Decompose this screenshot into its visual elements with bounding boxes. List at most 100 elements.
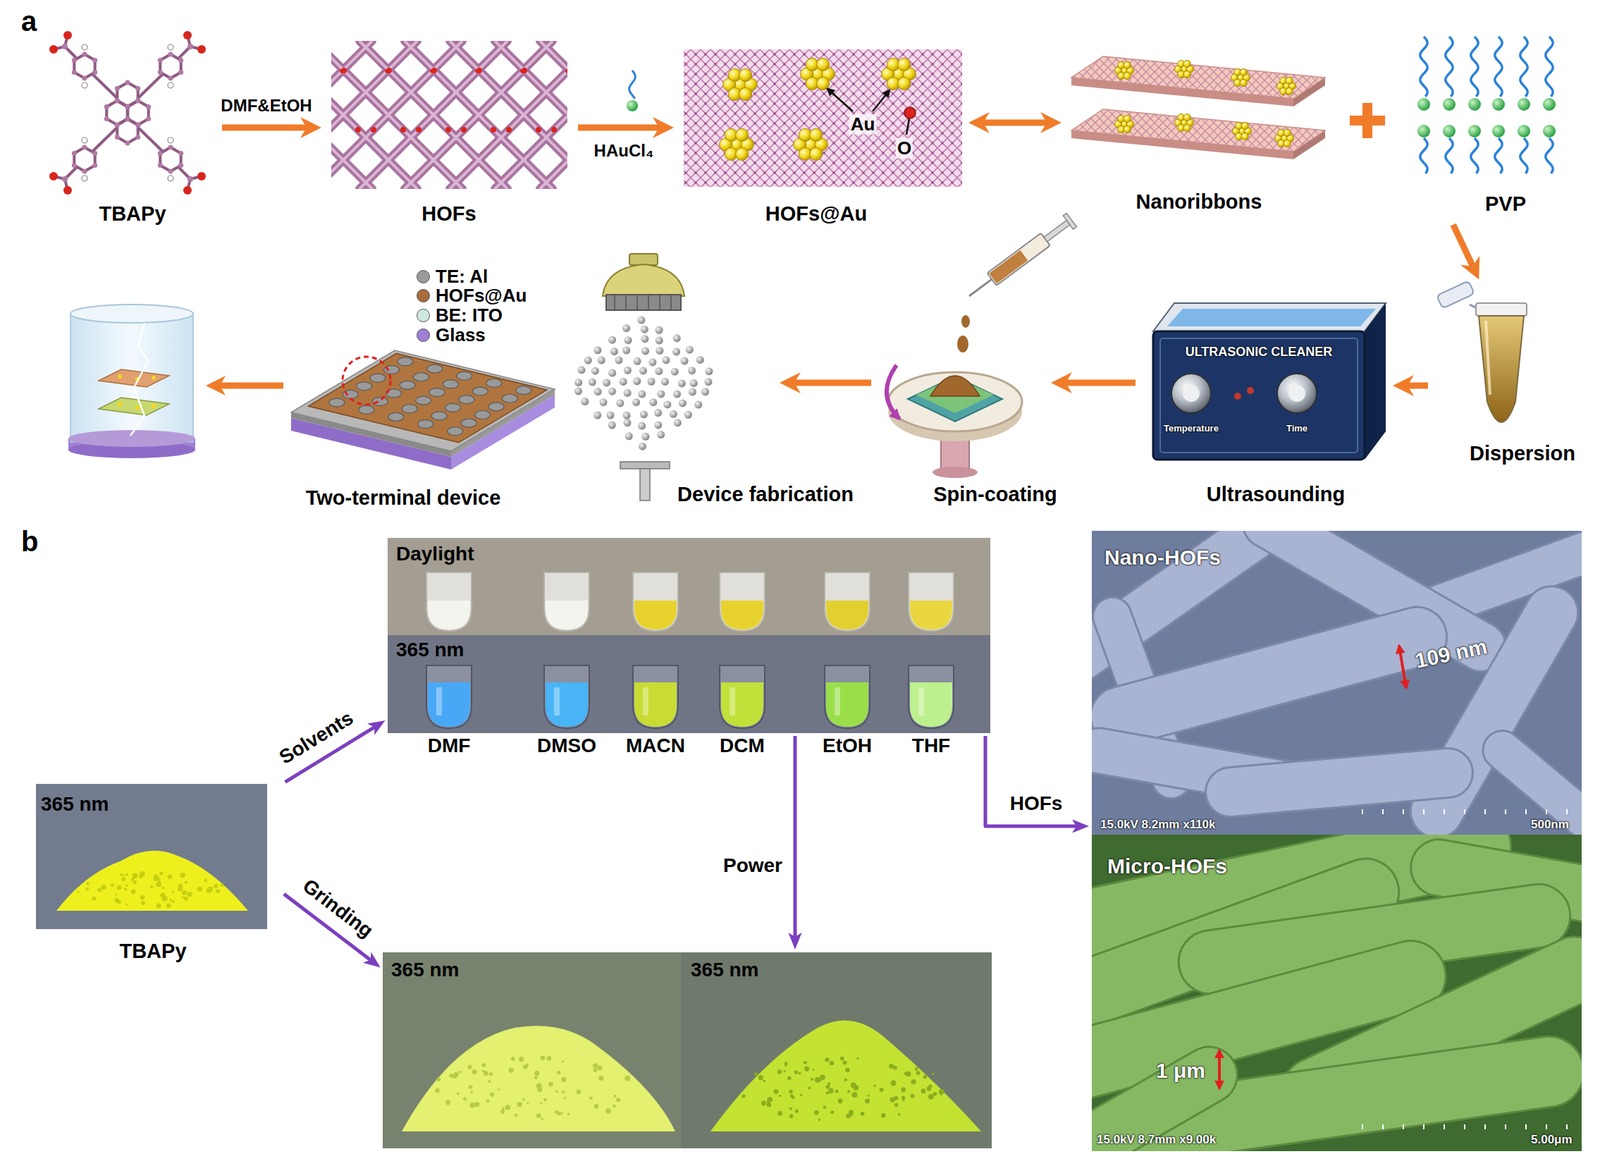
evaporation-particle [610, 347, 619, 356]
tbapy-molecule [124, 104, 130, 110]
vial [135, 405, 140, 410]
powder-texture [789, 1107, 793, 1111]
gold-cluster [1239, 69, 1247, 77]
process-arrow [1407, 382, 1429, 390]
evaporation-particle [649, 398, 657, 406]
ultrasonic-cleaner [1153, 303, 1386, 460]
syringe [1043, 219, 1070, 242]
tbapy-molecule [71, 57, 77, 63]
evaporation-particle [584, 356, 593, 365]
powder-texture [497, 1088, 500, 1091]
powder-texture [452, 1073, 458, 1079]
powder-texture [754, 1073, 757, 1076]
tbapy-molecule [160, 54, 181, 79]
powder-texture [468, 1084, 473, 1089]
caption: HOFs [421, 202, 476, 226]
evaporation-particle [633, 357, 642, 366]
powder-texture [616, 1097, 621, 1102]
scale-label: 5.00μm [1530, 1133, 1573, 1147]
legend-item: HOFs@Au [416, 286, 527, 306]
powder-texture [890, 1080, 897, 1087]
powder-texture [482, 1062, 486, 1067]
powder-texture [534, 1070, 540, 1076]
evaporation-particle [641, 432, 650, 441]
device-stack [358, 405, 375, 414]
evaporation-particle [640, 334, 649, 343]
caption: Nanoribbons [1136, 191, 1263, 214]
tbapy-molecule [114, 97, 120, 103]
evaporation-particle [619, 377, 628, 386]
tbapy-molecule [168, 145, 174, 151]
tbapy-molecule [187, 176, 194, 182]
microfiber [1091, 1036, 1248, 1152]
molecule-figure: TBAPy [56, 28, 201, 230]
evaporation-particle [624, 336, 633, 344]
device-stack [329, 398, 345, 407]
scale-bar [1361, 809, 1364, 815]
hof-lattice [506, 126, 512, 133]
pvp-chain [1417, 36, 1556, 174]
powder-texture [114, 893, 118, 896]
powder-texture [594, 1103, 600, 1109]
powder-texture [763, 1079, 767, 1083]
gold-cluster [1183, 114, 1191, 122]
syringe [964, 212, 1078, 303]
ultrasonic-cleaner [1182, 384, 1200, 402]
powder-texture [928, 1093, 934, 1100]
wavelength-tag: 365 nm [40, 793, 110, 816]
hof-lattice [551, 126, 557, 133]
evaporation-particle [622, 324, 631, 332]
tbapy-molecule [92, 162, 98, 168]
process-arrow [577, 124, 660, 132]
powder-texture [183, 896, 189, 901]
evaporation-particle [696, 355, 705, 364]
nanofiber [1475, 722, 1582, 835]
hof-lattice [404, 40, 553, 189]
hofs-au-lattice [683, 49, 963, 187]
tbapy-molecule [62, 176, 68, 182]
powder-texture [845, 1113, 851, 1119]
device-stack [370, 373, 386, 383]
device-stack [427, 364, 443, 373]
gold-cluster [1285, 77, 1293, 85]
hof-lattice [490, 126, 497, 133]
tbapy-molecule [71, 162, 77, 168]
powder-texture [117, 885, 122, 891]
solvent-photo [387, 537, 991, 734]
powder-texture [543, 1098, 547, 1102]
gold-cluster [897, 77, 911, 91]
test-tube [909, 682, 953, 727]
powder-texture [203, 878, 208, 883]
pvp-chain [1442, 97, 1456, 111]
vial [70, 304, 194, 323]
test-tube [721, 600, 764, 630]
device-stack [447, 427, 464, 436]
legend-item: TE: Al [416, 266, 488, 287]
fabrication-figure: Device fabrication [567, 250, 776, 508]
knob-label: Time [1286, 423, 1308, 434]
legend-swatch [416, 269, 430, 284]
hof-lattice [331, 40, 463, 189]
pvp-chain [1545, 138, 1553, 174]
oxygen-atom [904, 107, 916, 119]
ultrasonic-cleaner [1288, 384, 1306, 402]
tbapy-molecule [117, 82, 138, 107]
leader-line [827, 88, 853, 112]
spin-coater [961, 315, 970, 328]
powder-texture [181, 896, 184, 899]
legend-item: Glass [416, 324, 486, 345]
width-arrow [1399, 645, 1407, 688]
device-stack [388, 412, 404, 421]
powder-texture [826, 1091, 829, 1094]
wavelength-tag: 365 nm [391, 959, 460, 982]
edge-label: Solvents [274, 706, 360, 770]
microfiber [1091, 834, 1582, 1152]
evaporation-particle [673, 418, 682, 427]
tbapy-molecule [125, 104, 131, 110]
powder-texture [434, 1055, 944, 1121]
test-tube [729, 687, 736, 716]
legend-text: Glass [435, 324, 486, 346]
powder-texture [487, 1079, 491, 1083]
powder-texture [593, 1067, 598, 1072]
test-tube [427, 600, 471, 630]
